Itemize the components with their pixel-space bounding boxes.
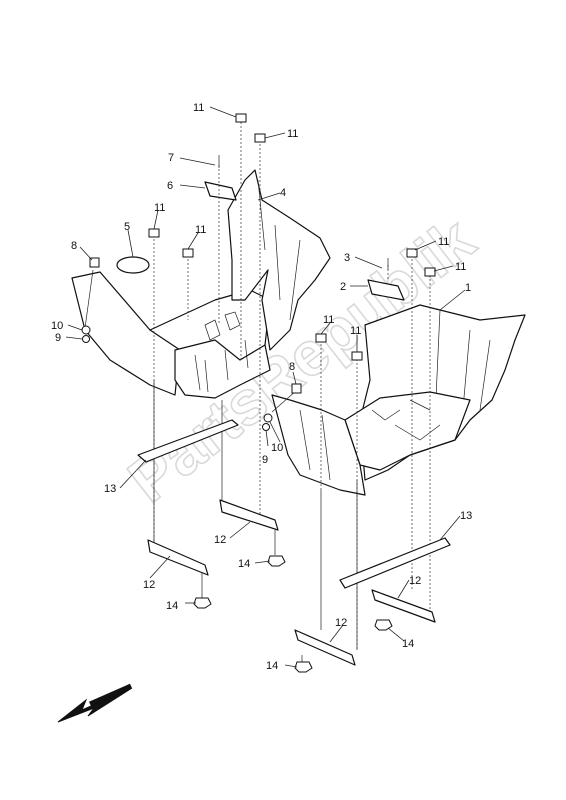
front-arrow-icon [57,683,133,723]
callout-3: 3 [344,252,350,264]
callout-6: 6 [167,180,173,192]
callout-12: 12 [335,617,347,629]
left-footrest-panel [71,169,331,399]
callout-9: 9 [262,454,268,466]
callout-11: 11 [323,314,334,326]
callout-numbers: 11 11 7 6 4 11 5 11 8 10 9 3 2 11 11 1 1… [51,102,472,672]
callout-11: 11 [287,128,298,140]
callout-14: 14 [238,558,250,570]
callout-8: 8 [289,361,295,373]
leader-lines [65,106,466,668]
right-brackets [294,537,451,666]
right-footrest-panel [271,279,526,496]
callout-12: 12 [143,579,155,591]
callout-13: 13 [460,510,472,522]
callout-12: 12 [409,575,421,587]
right-mounting-lines [271,255,431,668]
callout-4: 4 [280,187,286,199]
callout-2: 2 [340,281,346,293]
left-brackets [137,419,279,576]
callout-1: 1 [465,282,471,294]
callout-10: 10 [51,320,63,332]
callout-5: 5 [124,221,130,233]
callout-11: 11 [350,325,361,337]
right-bolts [262,248,436,673]
callout-11: 11 [455,261,466,273]
callout-11: 11 [195,224,206,236]
callout-14: 14 [166,600,178,612]
callout-14: 14 [266,660,278,672]
callout-8: 8 [71,240,77,252]
callout-10: 10 [271,442,283,454]
callout-12: 12 [214,534,226,546]
callout-11: 11 [438,236,449,248]
callout-14: 14 [402,638,414,650]
callout-11: 11 [154,202,165,214]
callout-13: 13 [104,483,116,495]
callout-11: 11 [193,102,204,114]
left-mounting-lines [84,122,276,600]
callout-7: 7 [168,152,174,164]
callout-9: 9 [55,332,61,344]
